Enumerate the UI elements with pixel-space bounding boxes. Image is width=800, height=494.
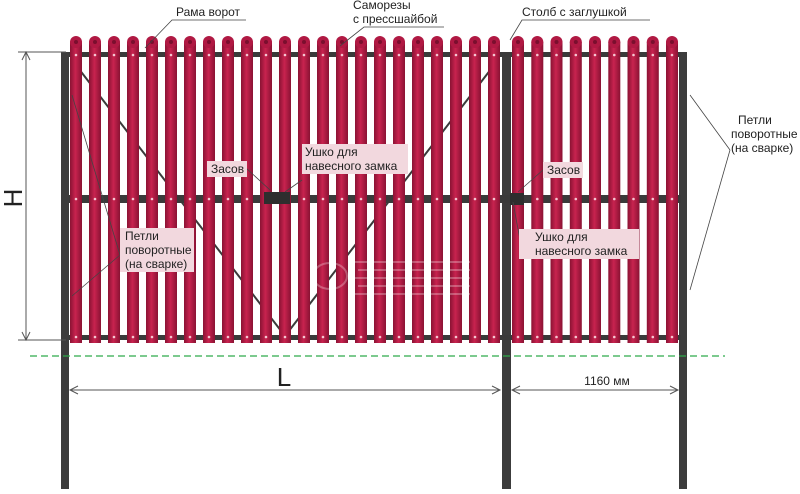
picket (89, 36, 101, 343)
picket (393, 36, 405, 343)
picket (165, 36, 177, 343)
picket (512, 36, 524, 343)
middle-post (502, 52, 511, 489)
picket (589, 36, 601, 343)
bolt-left-label: Засов (211, 162, 244, 176)
left-gate-post (61, 52, 69, 489)
picket (108, 36, 120, 343)
screws-label-line1: Саморезы (353, 0, 411, 12)
height-dimension (18, 50, 66, 342)
hinges-left-line3: (на сварке) (125, 257, 187, 271)
picket (608, 36, 621, 343)
picket (355, 36, 367, 343)
picket (222, 36, 234, 343)
lock-eye-left-line1: Ушко для (305, 145, 358, 159)
gate-frame-label: Рама ворот (176, 5, 241, 19)
picket (317, 36, 329, 343)
wicket-bolt (510, 193, 524, 205)
lock-eye-right-line2: навесного замка (535, 244, 628, 258)
picket (488, 36, 500, 343)
lock-eye-left-line2: навесного замка (305, 159, 398, 173)
hinges-right-line2: поворотные (731, 127, 798, 141)
picket (203, 36, 215, 343)
gate-width-label: L (277, 362, 291, 392)
screws-label-line2: с прессшайбой (353, 12, 437, 26)
wicket-width-label: 1160 мм (584, 374, 630, 388)
picket (298, 36, 310, 343)
picket (336, 36, 348, 343)
hinges-right-line3: (на сварке) (731, 141, 793, 155)
bolt-right-label: Засов (547, 163, 580, 177)
picket (666, 36, 678, 343)
picket (70, 36, 82, 343)
lock-eye-right-line1: Ушко для (535, 230, 588, 244)
picket (627, 36, 640, 343)
picket (184, 36, 196, 343)
picket (646, 36, 659, 343)
logo-watermark (312, 261, 470, 295)
picket (412, 36, 424, 343)
picket (374, 36, 386, 343)
hinges-left-line1: Петли (125, 229, 159, 243)
leader-lines (71, 19, 731, 297)
hinges-right-line1: Петли (738, 113, 772, 127)
hinges-left-line2: поворотные (125, 243, 192, 257)
picket (569, 36, 582, 343)
right-post (679, 52, 687, 489)
hinges-left-box (120, 228, 194, 272)
gate-width-dimension (68, 385, 502, 395)
height-label: H (0, 189, 28, 208)
wicket-width-dimension (510, 385, 680, 395)
post-cap-label: Столб с заглушкой (522, 5, 627, 19)
picket (550, 36, 563, 343)
bolt-right-box (543, 162, 583, 178)
lock-eye-right-box (519, 229, 639, 259)
picket (146, 36, 158, 343)
pickets-group (70, 36, 678, 343)
picket (127, 36, 139, 343)
picket (450, 36, 462, 343)
picket (531, 36, 544, 343)
picket (431, 36, 443, 343)
picket (241, 36, 253, 343)
gate-bolt (264, 192, 290, 204)
picket (469, 36, 481, 343)
lock-eye-left-box (302, 144, 408, 174)
bolt-left-box (207, 161, 247, 177)
picket (260, 36, 272, 343)
